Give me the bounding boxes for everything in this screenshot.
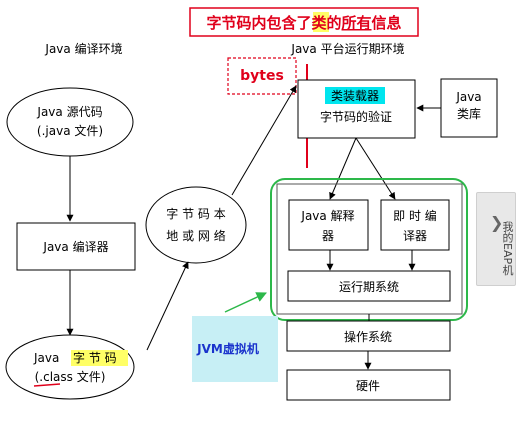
banner-part-highlight: 类 — [311, 14, 327, 32]
bytecode-label: 字 节 码 — [73, 350, 117, 365]
arrow-network-to-loader — [231, 85, 297, 196]
title-banner: 字节码内包含了类的所有信息 — [189, 7, 419, 37]
side-tab[interactable]: ❯ 我的EAP机 — [476, 192, 516, 286]
java-library-node: Java 类库 — [440, 78, 498, 138]
compile-env-heading: Java 编译环境 — [44, 41, 122, 56]
side-tab-label: 我的EAP机 — [501, 221, 514, 276]
bytecode-file-label: (.class 文件) — [35, 369, 106, 384]
local-or-network-label-1: 字 节 码 本 — [166, 206, 225, 221]
bytecode-prefix: Java — [33, 351, 59, 365]
hardware-node: 硬件 — [286, 369, 451, 401]
class-loader-highlight — [325, 87, 385, 104]
jit-label-1: 即 时 编 — [393, 208, 437, 223]
runtime-env-heading: Java 平台运行期环境 — [290, 41, 404, 56]
arrow-loader-to-jit — [355, 137, 396, 200]
bytecode-node: Java 字 节 码 (.class 文件) — [5, 334, 135, 400]
arrow-loader-to-interpreter — [329, 137, 357, 200]
hardware-label: 硬件 — [356, 379, 380, 393]
arrow-jvm-callout — [224, 292, 267, 313]
jvm-label: JVM虚拟机 — [196, 341, 259, 356]
interpreter-label-2: 器 — [322, 229, 334, 243]
local-or-network-label-2: 地 或 网 络 — [166, 228, 225, 243]
banner-part: 字节码内包含了 — [206, 14, 311, 32]
runtime-system-label: 运行期系统 — [339, 280, 399, 294]
os-label: 操作系统 — [344, 329, 392, 344]
class-loader-label: 类装载器 — [331, 89, 379, 103]
banner-part-underlined: 所有 — [342, 14, 372, 32]
chevron-right-icon: ❯ — [490, 213, 504, 232]
local-or-network-node: 字 节 码 本 地 或 网 络 — [145, 186, 247, 264]
bytecode-verifier-label: 字节码的验证 — [320, 109, 392, 124]
java-source-label-2: (.java 文件) — [37, 123, 103, 138]
class-loader-node: 类装载器 字节码的验证 — [297, 79, 416, 139]
jit-compiler-node: 即 时 编 译器 — [380, 199, 450, 251]
java-library-label-2: 类库 — [457, 106, 481, 121]
banner-part: 的 — [326, 14, 341, 32]
java-source-label-1: Java 源代码 — [36, 105, 102, 119]
bytecode-highlight — [71, 350, 128, 366]
operating-system-node: 操作系统 — [286, 320, 451, 352]
interpreter-label-1: Java 解释 — [300, 209, 354, 223]
interpreter-node: Java 解释 器 — [288, 199, 369, 251]
jit-label-2: 译器 — [403, 229, 427, 243]
java-library-label-1: Java — [455, 90, 481, 104]
jvm-callout: JVM虚拟机 — [192, 316, 278, 382]
java-compiler-node: Java 编译器 — [16, 222, 136, 271]
svg-text:字节码内包含了类的所有信息: 字节码内包含了类的所有信息 — [206, 14, 401, 32]
java-source-node: Java 源代码 (.java 文件) — [6, 87, 134, 157]
banner-highlight — [313, 12, 329, 32]
arrow-bytecode-to-network — [146, 261, 189, 351]
bytecode-underline — [33, 383, 61, 387]
bytes-callout: bytes — [227, 57, 297, 95]
runtime-system-node: 运行期系统 — [287, 270, 451, 302]
bytes-label: bytes — [240, 68, 284, 84]
java-compiler-label: Java 编译器 — [42, 239, 108, 254]
banner-part: 信息 — [372, 14, 402, 32]
